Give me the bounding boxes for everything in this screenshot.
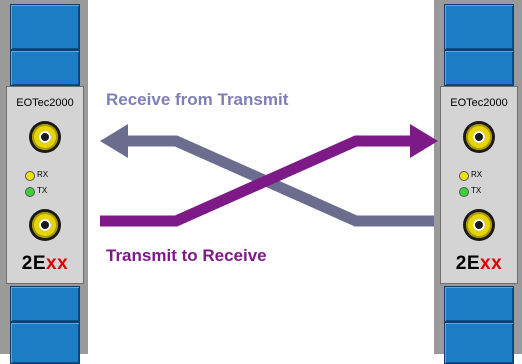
module-top-block [10,4,80,50]
module-top-block-2 [10,50,80,86]
module-panel: EOTec2000 RX TX 2Exx [6,86,84,284]
module-panel: EOTec2000 RX TX 2Exx [440,86,518,284]
module-top-block [444,4,514,50]
rx-led-icon [459,171,469,181]
tx-led-icon [459,187,469,197]
right-module: EOTec2000 RX TX 2Exx [434,0,522,364]
transmit-path-arrow [100,135,416,227]
left-module: EOTec2000 RX TX 2Exx [0,0,88,364]
tx-connector-icon [463,209,495,241]
module-bottom-block [444,286,514,322]
tx-led-label: TX [37,186,48,195]
model-label: 2Exx [21,253,69,274]
receive-label: Receive from Transmit [106,90,289,109]
rx-led-label: RX [37,170,49,179]
module-bottom-block [10,286,80,322]
receive-arrowhead-icon [100,124,128,158]
module-top-block-2 [444,50,514,86]
module-label: EOTec2000 [450,97,508,109]
signal-arrows [100,124,438,227]
tx-connector-icon [29,209,61,241]
rx-led-icon [25,171,35,181]
tx-led-label: TX [471,186,482,195]
transmit-arrowhead-icon [410,124,438,158]
transmit-label: Transmit to Receive [106,246,267,265]
rx-connector-icon [29,121,61,153]
model-label: 2Exx [455,253,503,274]
rx-led-label: RX [471,170,483,179]
rx-connector-icon [463,121,495,153]
module-label: EOTec2000 [16,97,74,109]
tx-led-icon [25,187,35,197]
